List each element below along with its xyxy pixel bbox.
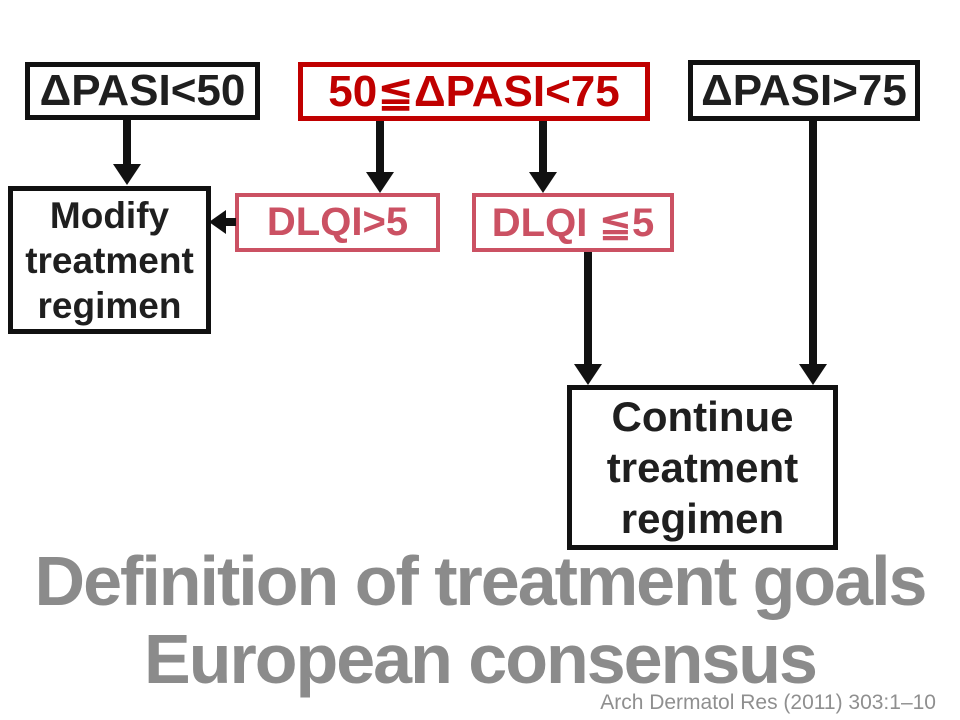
arrow-dlqi-gt5-to-modify-head [209,210,226,234]
arrow-dlqi-le5-to-continue-head [574,364,602,385]
box-continue-treatment-regimen: Continue treatment regimen [567,385,838,550]
slide-title-line-2: European consensus [144,620,818,698]
arrow-pasi-gt75-to-continue-head [799,364,827,385]
box-delta-pasi-lt-50-label: ΔPASI<50 [39,66,246,115]
arrow-pasi-gt75-to-continue-shaft [809,121,817,365]
box-pasi-50-to-75-label: 50≦ΔPASI<75 [328,67,620,116]
arrow-pasi5075-to-dlqi-le5-head [529,172,557,193]
slide-title-line-1: Definition of treatment goals [34,542,928,620]
arrow-dlqi-le5-to-continue-shaft [584,252,592,365]
box-delta-pasi-lt-50: ΔPASI<50 [25,62,260,120]
box-dlqi-gt-5: DLQI>5 [235,193,440,252]
continue-line-3: regimen [620,495,785,542]
arrow-pasi5075-to-dlqi-gt5-head [366,172,394,193]
continue-line-1: Continue [611,393,794,440]
arrow-dlqi-gt5-to-modify-shaft [224,218,236,226]
box-dlqi-le-5: DLQI ≦5 [472,193,674,252]
modify-line-3: regimen [37,284,182,326]
modify-line-1: Modify [49,194,170,236]
box-modify-treatment-regimen: Modify treatment regimen [8,186,211,334]
box-dlqi-le-5-label: DLQI ≦5 [491,200,655,245]
arrow-pasi-lt50-to-modify-shaft [123,120,131,166]
box-delta-pasi-gt-75-label: ΔPASI>75 [701,65,907,115]
box-pasi-50-to-75: 50≦ΔPASI<75 [298,62,650,121]
box-dlqi-gt-5-label: DLQI>5 [266,200,409,244]
modify-line-2: treatment [25,239,194,281]
arrow-pasi5075-to-dlqi-gt5-shaft [376,121,384,173]
continue-line-2: treatment [606,444,799,491]
slide-title: Definition of treatment goals European c… [0,542,960,698]
arrow-pasi-lt50-to-modify-head [113,164,141,185]
arrow-pasi5075-to-dlqi-le5-shaft [539,121,547,173]
citation-text: Arch Dermatol Res (2011) 303:1–10 [600,691,936,714]
box-delta-pasi-gt-75: ΔPASI>75 [688,60,920,121]
